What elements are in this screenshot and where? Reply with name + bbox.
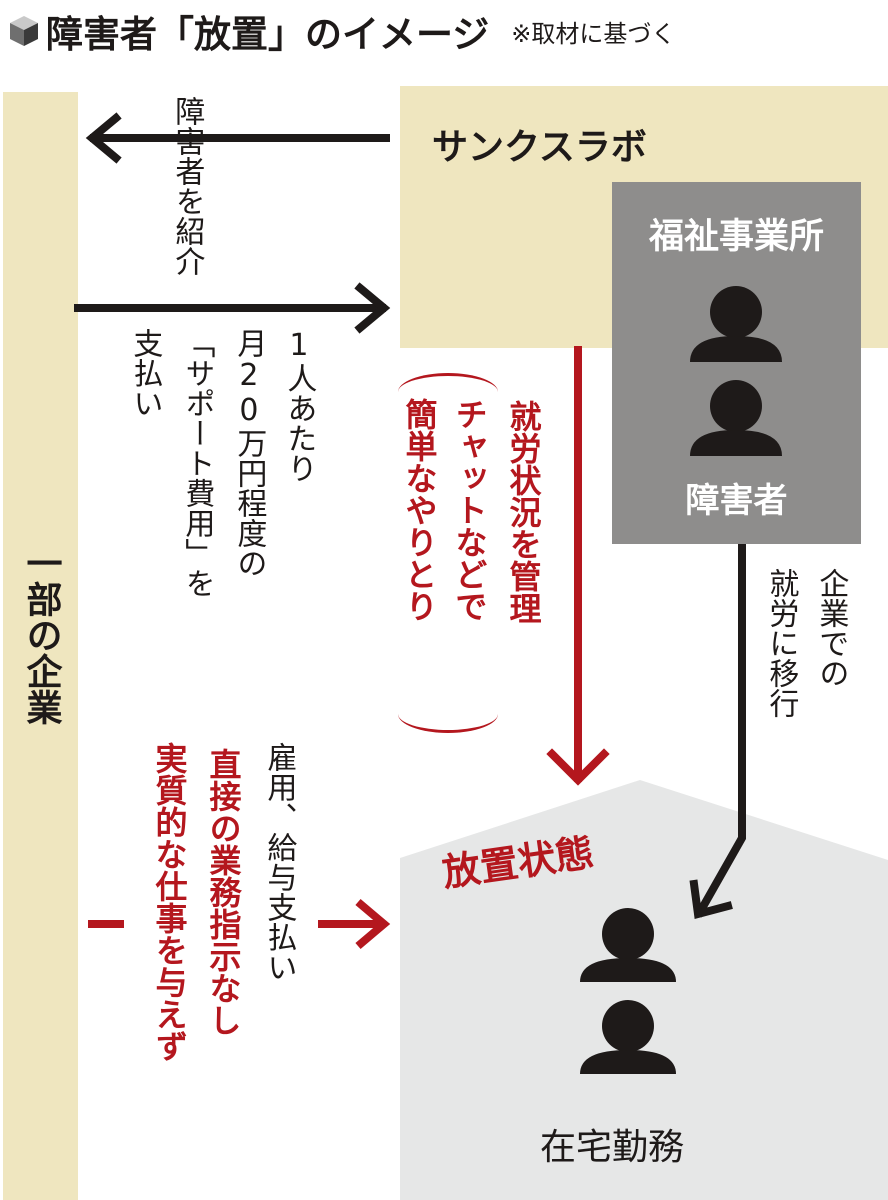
company-bar [3, 92, 78, 1200]
bracket-top [398, 373, 498, 392]
sanku-label: サンクスラボ [432, 127, 647, 168]
house-shape [400, 780, 888, 1200]
company-label: 一部の企業 [20, 545, 62, 725]
fukushi-label: 福祉事業所 [648, 217, 824, 257]
fukushi-persons-label: 障害者 [685, 481, 788, 521]
manage-line3: 簡単なやりとり [400, 398, 439, 622]
manage-line2: チャットなどで [450, 398, 489, 622]
employ-line3: 実質的な仕事を与えず [150, 742, 189, 1062]
bracket-bottom [398, 714, 498, 733]
employ-line1: 雇用、給与支払い [261, 742, 297, 982]
remote-work-label: 在宅勤務 [540, 1127, 685, 1168]
fee-arrow [74, 282, 391, 334]
person-icon [690, 380, 782, 456]
cube-icon [10, 16, 38, 46]
introduce-arrow [85, 112, 390, 164]
manage-line1: 就労状況を管理 [504, 400, 543, 624]
manage-arrow [546, 346, 610, 786]
person-icon [690, 286, 782, 362]
employ-line2: 直接の業務指示なし [204, 748, 243, 1036]
title-row: 障害者「放置」のイメージ ※取材に基づく [8, 0, 675, 62]
page-title: 障害者「放置」のイメージ [46, 13, 490, 56]
support-fee-line1: 1人あたり [281, 328, 317, 483]
employ-arrow [88, 898, 391, 950]
support-fee-line3: 「サポート費用」を [179, 328, 215, 598]
transition-arrow [689, 544, 746, 920]
source-note: ※取材に基づく [511, 19, 676, 48]
person-icon [580, 908, 676, 982]
introduce-label: 障害者を紹介 [169, 96, 205, 276]
transition-line2: 就労に移行 [763, 568, 799, 718]
fukushi-box [612, 182, 861, 544]
transition-line1: 企業での [813, 568, 849, 688]
person-icon [580, 1000, 676, 1074]
support-fee-line4: 支払い [127, 328, 163, 418]
support-fee-line2: 月20万円程度の [231, 328, 267, 578]
